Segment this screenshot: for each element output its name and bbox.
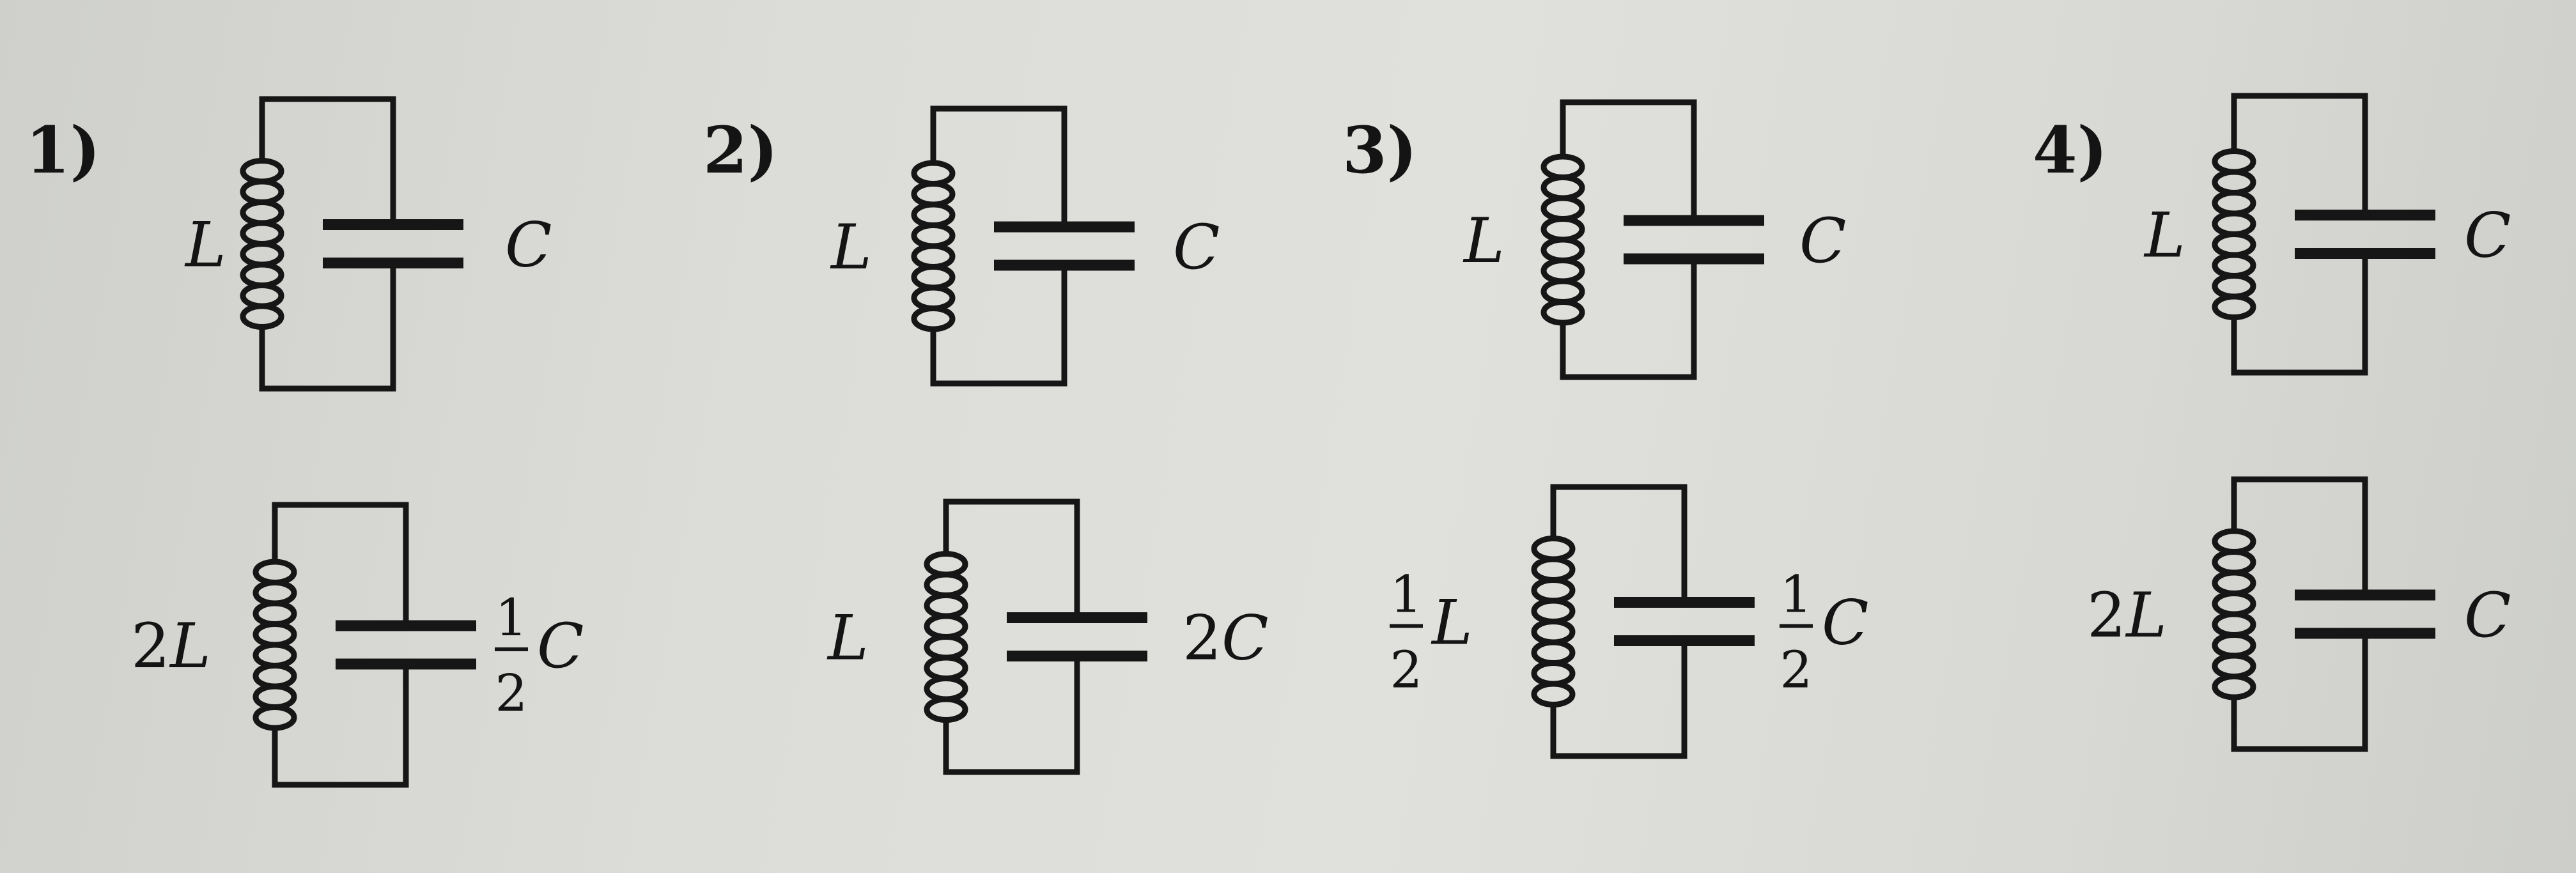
option-number: 2): [703, 112, 778, 188]
option-number: 4): [2033, 112, 2107, 188]
circuit-wire-top: [930, 105, 1067, 230]
circuit-wire-top: [943, 498, 1080, 621]
inductor-label: 2L: [131, 610, 211, 682]
capacitor-label: C: [2464, 200, 2511, 272]
circuit-wire-top: [1560, 99, 1697, 224]
capacitor-label-coef: 2: [1183, 603, 1222, 674]
circuit-wire-top: [2231, 476, 2368, 598]
capacitor-label-symbol: C: [537, 610, 584, 682]
inductor-label-symbol: L: [169, 610, 211, 682]
inductor-label-coef: 2: [131, 610, 170, 682]
inductor-label: L: [2143, 200, 2185, 272]
capacitor-label: C: [505, 210, 552, 281]
inductor-label-symbol: L: [826, 603, 869, 674]
inductor-coil: [240, 158, 284, 330]
inductor-label: L: [1463, 205, 1505, 277]
inductor-label-coef: 2: [2087, 580, 2126, 651]
inductor-label-symbol: L: [1463, 205, 1505, 277]
inductor-coil: [1531, 536, 1576, 708]
inductor-coil: [1540, 153, 1585, 326]
inductor-coil: [252, 559, 297, 731]
inductor-label-symbol: L: [1431, 587, 1473, 659]
capacitor-label-frac-den: 2: [495, 663, 528, 723]
inductor-label: L: [826, 603, 869, 674]
circuit-wire-top: [1550, 484, 1688, 605]
circuit-wire-bottom: [1550, 638, 1688, 759]
capacitor-label: C: [1799, 205, 1846, 277]
circuit-wire-bottom: [930, 262, 1067, 387]
inductor-coil: [924, 551, 968, 723]
capacitor-label-symbol: C: [2464, 580, 2511, 651]
capacitor-label-symbol: C: [2464, 200, 2511, 272]
inductor-label: L: [184, 210, 226, 281]
capacitor-label: C: [1173, 212, 1220, 283]
option-number: 1): [26, 112, 100, 188]
capacitor-label-symbol: C: [1822, 587, 1868, 659]
capacitor-label-symbol: C: [1799, 205, 1846, 277]
inductor-label-symbol: L: [2125, 580, 2167, 651]
capacitor-label-symbol: C: [1173, 212, 1220, 283]
lc-circuit-bottom: 2L C: [2087, 476, 2511, 752]
circuit-wire-bottom: [1560, 256, 1697, 380]
option-number: 3): [1342, 112, 1417, 188]
capacitor-label: 2C: [1183, 603, 1269, 674]
capacitor-label-frac-num: 1: [495, 588, 528, 647]
capacitor-label-frac-den: 2: [1780, 640, 1813, 700]
circuit-wire-bottom: [2231, 630, 2368, 752]
inductor-label: L: [830, 212, 872, 283]
circuit-wire-bottom: [272, 661, 409, 788]
circuit-wire-bottom: [2231, 251, 2368, 376]
inductor-label: 2L: [2087, 580, 2167, 651]
capacitor-label-symbol: C: [1222, 603, 1268, 674]
circuit-wire-top: [272, 502, 409, 629]
lc-circuit-bottom: L 2C: [826, 498, 1269, 775]
inductor-label-symbol: L: [830, 212, 872, 283]
circuit-wire-bottom: [943, 653, 1080, 775]
circuit-wire-top: [2231, 93, 2368, 218]
inductor-label-symbol: L: [2143, 200, 2185, 272]
inductor-label-symbol: L: [184, 210, 226, 281]
circuit-wire-top: [259, 96, 396, 228]
capacitor-label: C: [2464, 580, 2511, 651]
inductor-label-frac-den: 2: [1390, 640, 1423, 700]
inductor-coil: [911, 160, 956, 332]
capacitor-label-frac-num: 1: [1780, 565, 1813, 624]
inductor-label-frac-num: 1: [1390, 565, 1423, 624]
inductor-coil: [2212, 528, 2256, 700]
capacitor-label-symbol: C: [505, 210, 552, 281]
circuit-wire-bottom: [259, 260, 396, 392]
inductor-coil: [2212, 148, 2256, 321]
